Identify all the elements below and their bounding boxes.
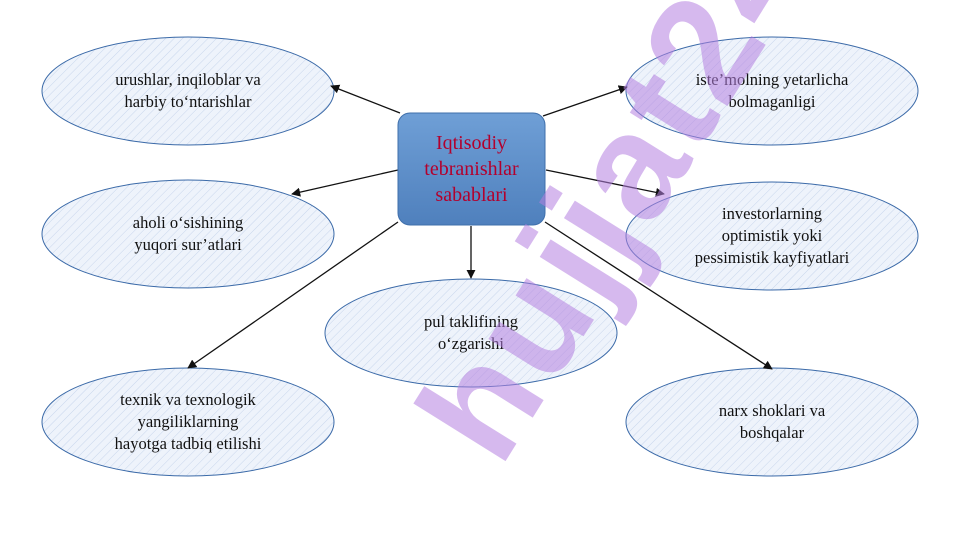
node-ellipse-aholi (41, 179, 335, 289)
node-ellipse-investor (625, 181, 919, 291)
center-label: Iqtisodiy tebranishlar sabablari (424, 132, 519, 206)
arrow-to-texnik (187, 221, 399, 369)
arrow-to-aholi (291, 169, 399, 197)
node-label-texnik: texnik va texnologik yangiliklarning hay… (114, 390, 262, 453)
node-label-narx: narx shoklari va boshqalar (718, 401, 826, 442)
node-label-pul: pul taklifining o‘zgarishi (424, 312, 518, 353)
arrow-to-istemol (542, 85, 628, 117)
arrow-to-urush (330, 84, 401, 114)
node-label-investor: investorlarning optimistik yoki pessimis… (694, 204, 850, 267)
node-label-aholi: aholi o‘sishining yuqori sur’atlari (132, 213, 244, 254)
node-label-istemol: iste’molning yetarlicha bolmaganligi (695, 70, 849, 111)
arrow-to-narx (544, 221, 773, 370)
center-box (397, 112, 546, 226)
node-label-urush: urushlar, inqiloblar va harbiy to‘ntaris… (115, 70, 261, 111)
arrow-to-investor (545, 169, 665, 197)
node-ellipse-pul (324, 278, 618, 388)
